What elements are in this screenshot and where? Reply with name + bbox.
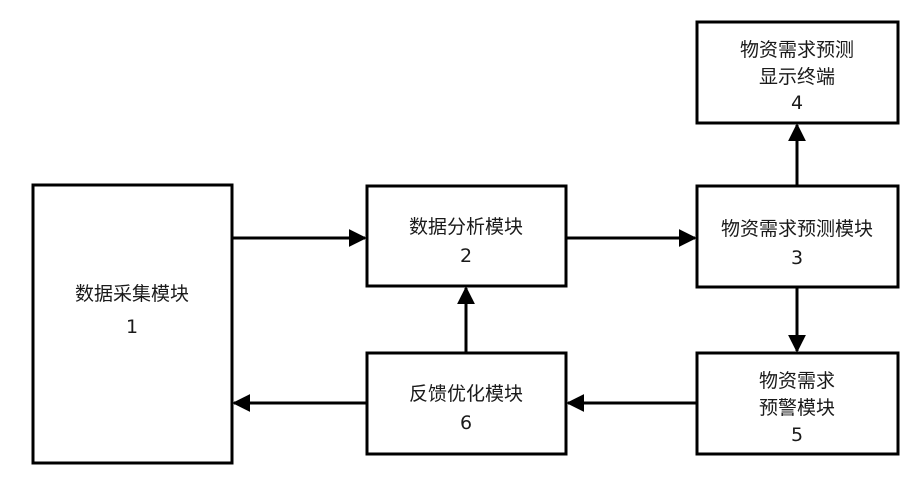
node-forecast-display-label-line2: 显示终端 <box>759 66 835 88</box>
node-demand-warning: 物资需求 预警模块 5 <box>697 353 898 454</box>
node-demand-warning-number: 5 <box>791 424 803 446</box>
node-data-analysis: 数据分析模块 2 <box>367 186 566 286</box>
node-forecast-display-number: 4 <box>791 92 803 114</box>
node-feedback-optimization-label: 反馈优化模块 <box>409 383 523 405</box>
node-forecast-display-label-line1: 物资需求预测 <box>740 39 854 61</box>
node-demand-forecast-number: 3 <box>791 247 803 269</box>
node-data-analysis-label: 数据分析模块 <box>409 216 523 238</box>
node-data-analysis-number: 2 <box>460 245 472 267</box>
node-data-collection-number: 1 <box>126 316 138 338</box>
node-demand-forecast: 物资需求预测模块 3 <box>697 186 898 287</box>
node-demand-warning-label-line1: 物资需求 <box>759 370 835 392</box>
node-demand-warning-label-line2: 预警模块 <box>759 397 835 419</box>
node-data-collection: 数据采集模块 1 <box>33 185 232 463</box>
node-feedback-optimization: 反馈优化模块 6 <box>367 353 566 454</box>
node-forecast-display: 物资需求预测 显示终端 4 <box>697 22 898 123</box>
node-feedback-optimization-number: 6 <box>460 412 472 434</box>
node-data-collection-label: 数据采集模块 <box>75 283 189 305</box>
node-demand-forecast-label: 物资需求预测模块 <box>721 218 873 240</box>
